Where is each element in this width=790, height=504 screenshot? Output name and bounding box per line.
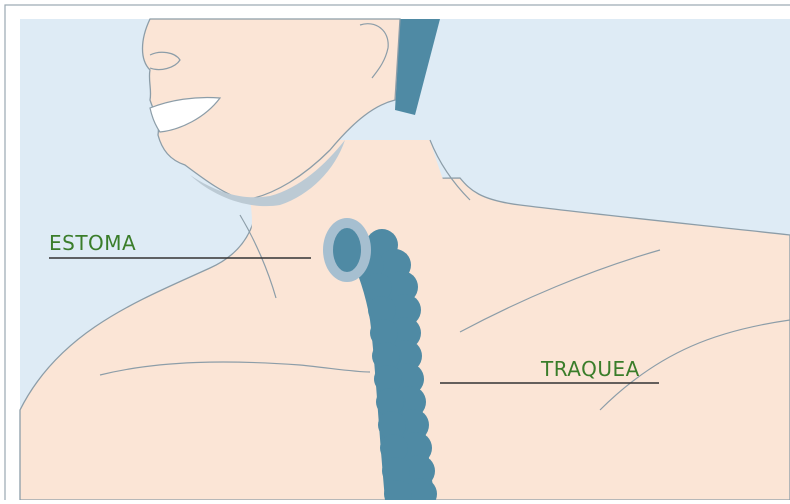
estoma-label: ESTOMA	[49, 231, 136, 255]
stoma-opening	[333, 228, 361, 272]
traquea-label: TRAQUEA	[541, 357, 640, 381]
